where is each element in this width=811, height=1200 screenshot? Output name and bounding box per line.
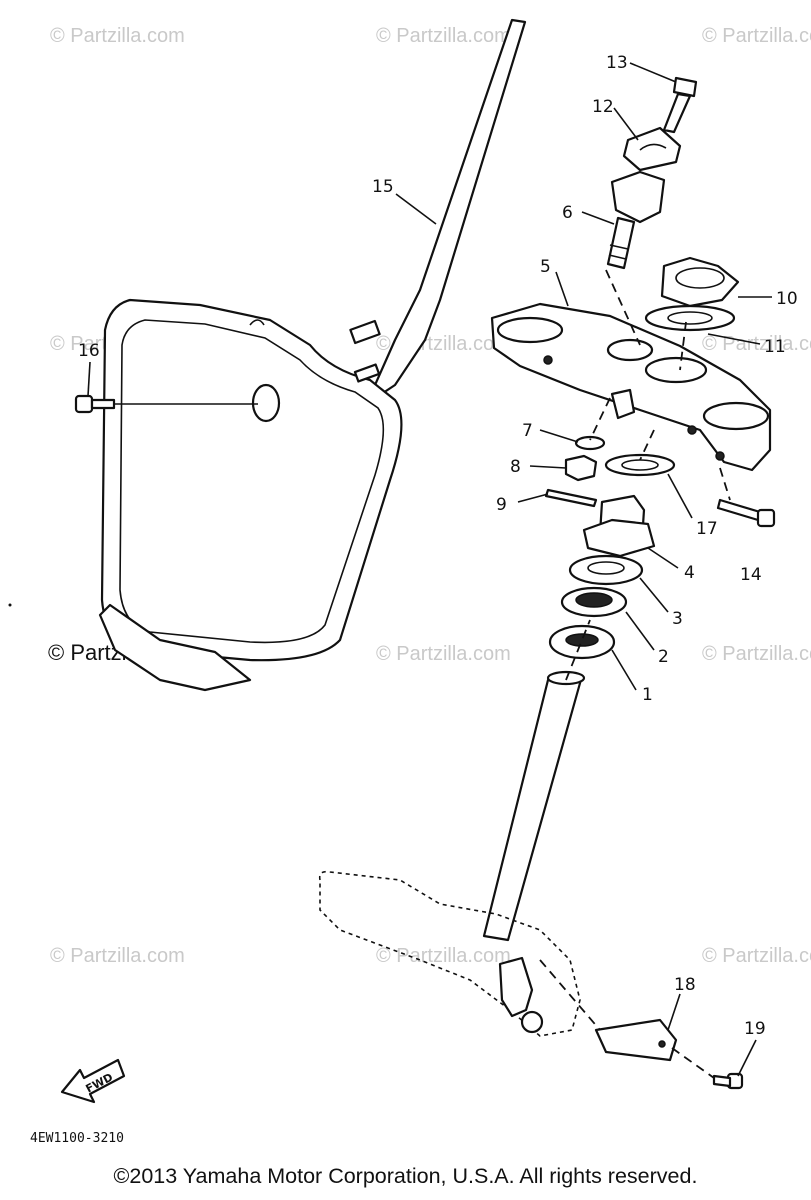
callout-17: 17 — [696, 519, 718, 539]
copyright: ©2013 Yamaha Motor Corporation, U.S.A. A… — [113, 1164, 698, 1188]
diagram-code: 4EW1100-3210 — [30, 1131, 124, 1146]
watermark-8: © Partzilla.com — [376, 643, 511, 665]
callout-16: 16 — [78, 341, 100, 361]
holder-cap-part-12 — [622, 126, 682, 172]
washer-part-11 — [644, 304, 736, 332]
callout-9: 9 — [496, 495, 507, 515]
cable-guide-part-18 — [594, 1018, 678, 1062]
callout-18: 18 — [674, 975, 696, 995]
ring-nut-part-4 — [582, 494, 656, 558]
dot — [8, 603, 12, 607]
holder-part-6 — [606, 170, 666, 270]
callout-19: 19 — [744, 1019, 766, 1039]
forward-arrow-icon: FWD — [60, 1058, 126, 1104]
callout-10: 10 — [776, 289, 798, 309]
leader-lines — [87, 62, 772, 1077]
callout-8: 8 — [510, 457, 521, 477]
callout-2: 2 — [658, 647, 669, 667]
washer-part-7 — [574, 435, 606, 451]
bolt-part-14 — [716, 498, 776, 528]
watermark-1: © Partzilla.com — [50, 25, 185, 47]
bolt-part-19 — [712, 1072, 744, 1090]
callout-5: 5 — [540, 257, 551, 277]
callout-3: 3 — [672, 609, 683, 629]
callout-12: 12 — [592, 97, 614, 117]
watermark-9: © Partzilla.com — [702, 643, 811, 665]
callout-13: 13 — [606, 53, 628, 73]
stud — [610, 388, 636, 420]
nut-part-10 — [660, 256, 740, 308]
number-plate-part-15 — [98, 18, 527, 692]
bolt-part-13 — [662, 76, 698, 134]
callout-11: 11 — [764, 337, 786, 357]
callout-4: 4 — [684, 563, 695, 583]
callout-14: 14 — [740, 565, 762, 585]
watermark-11: © Partzilla.com — [376, 945, 511, 967]
bolt-part-16 — [74, 394, 258, 414]
assembly-lines — [539, 269, 731, 1079]
cotter-pin-part-9 — [544, 488, 598, 508]
callout-15: 15 — [372, 177, 394, 197]
watermark-10: © Partzilla.com — [50, 945, 185, 967]
callout-6: 6 — [562, 203, 573, 223]
bearing-part-2 — [560, 586, 628, 618]
nut-part-8 — [564, 454, 598, 482]
steering-stem — [318, 670, 586, 1037]
oil-seal-part-1 — [548, 624, 616, 660]
callouts: 13 12 6 5 10 11 7 8 9 17 14 4 3 2 1 15 1… — [78, 53, 798, 1039]
upper-bracket-part-5 — [490, 302, 772, 472]
bearing-cover-part-3 — [568, 554, 644, 586]
callout-1: 1 — [642, 685, 653, 705]
watermark-3: © Partzilla.com — [702, 25, 811, 47]
watermark-2: © Partzilla.com — [376, 25, 511, 47]
callout-7: 7 — [522, 421, 533, 441]
watermark-12: © Partzilla.com — [702, 945, 811, 967]
